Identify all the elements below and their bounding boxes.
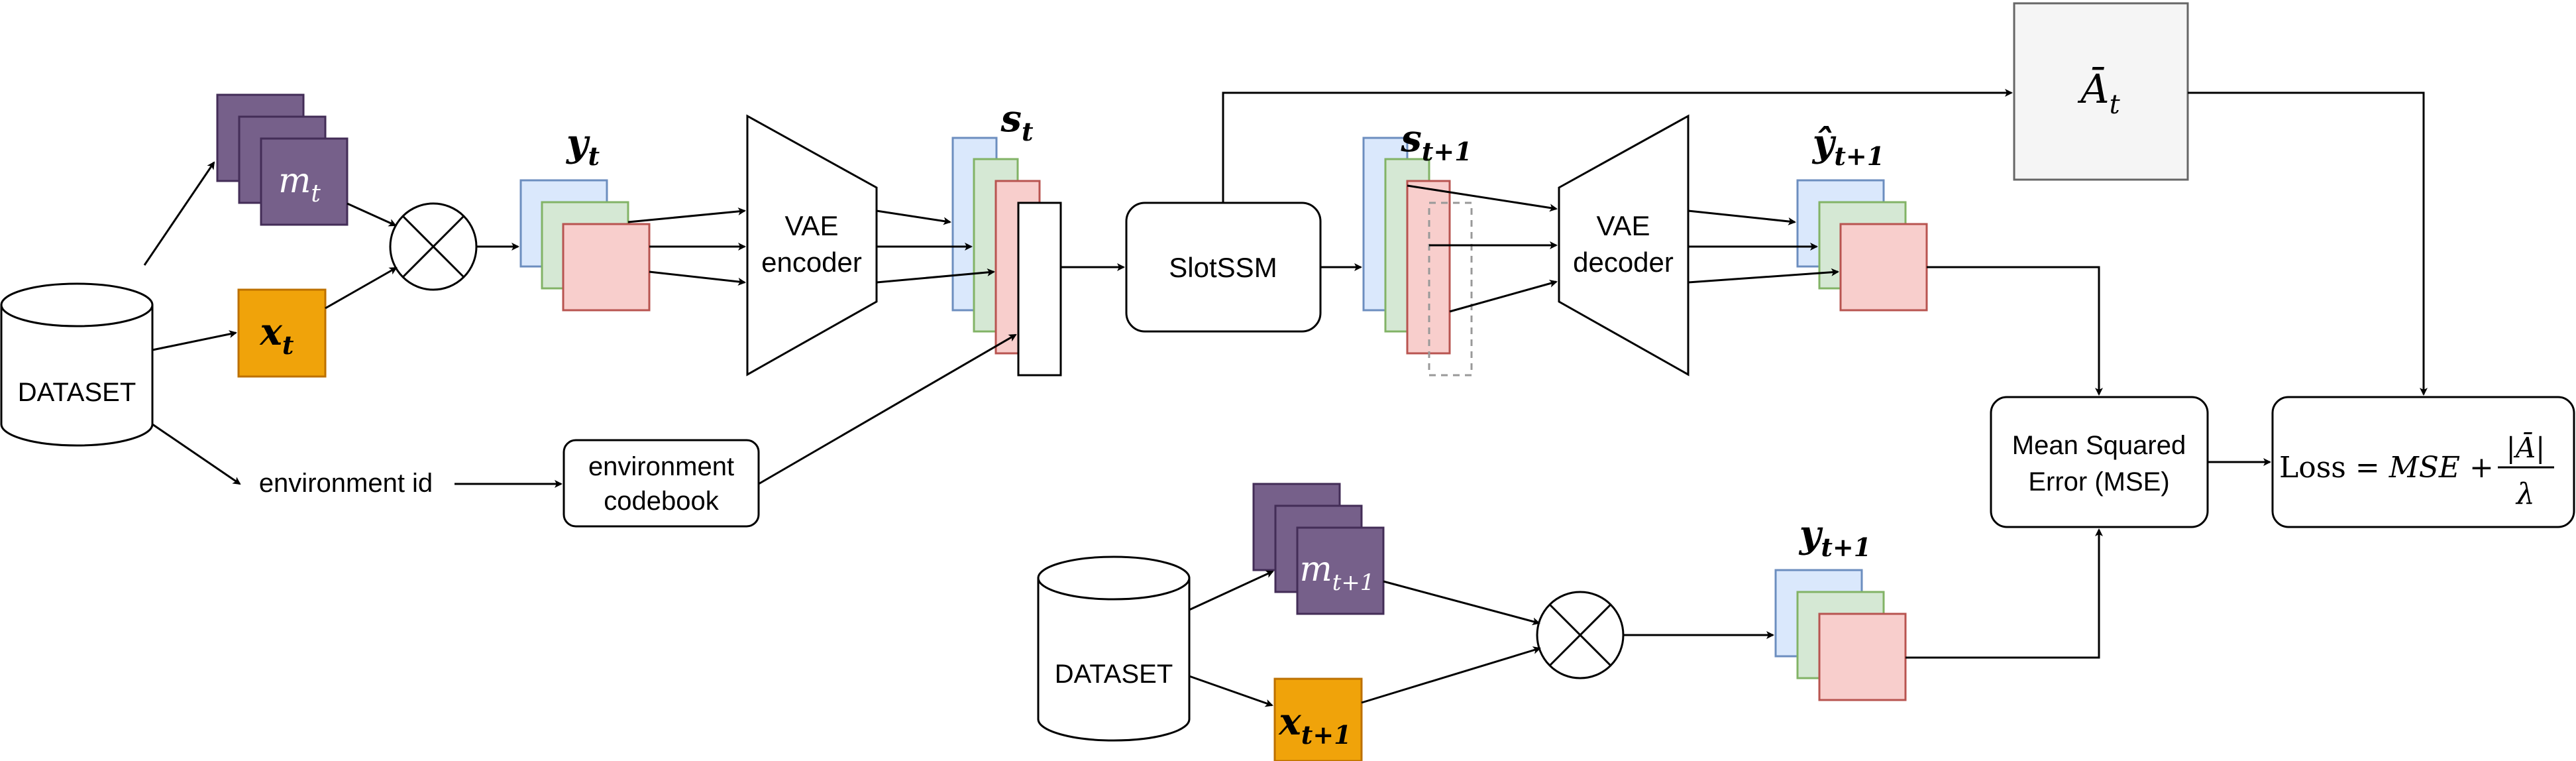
env-codebook-line1: environment (588, 452, 734, 481)
edges (143, 89, 2428, 707)
edge-mask-multiply (347, 202, 397, 227)
image-t-label: xt (260, 310, 294, 360)
edge-encoder-st-1 (876, 209, 951, 225)
edge-yt1-mse (1905, 528, 2103, 659)
dataset-bottom-cylinder: DATASET (1037, 556, 1191, 742)
edge-abar-loss (2188, 91, 2428, 396)
edge-dataset-envid (152, 423, 241, 485)
edge-yhat-mse (1927, 266, 2103, 396)
env-slot (1017, 202, 1062, 377)
mask-t1-stack: mt+1 (1252, 483, 1385, 615)
environment-id-label: environment id (259, 469, 433, 498)
edge-decoder-yhat-3 (1688, 268, 1839, 284)
y-hat-stack: ŷt+1 (1796, 121, 1928, 312)
image-t1: xt+1 (1273, 677, 1363, 761)
a-bar-label: Āt (2077, 66, 2120, 120)
dataset-top-cylinder: DATASET (0, 282, 154, 447)
edge-yt-encoder-1 (627, 207, 746, 223)
edge-dataset2-image (1189, 675, 1273, 707)
mask-t1-label: mt+1 (1299, 550, 1374, 596)
edge-slotssm-abar (1222, 89, 2013, 203)
mse-line1: Mean Squared (2012, 431, 2186, 460)
edge-dataset-mask (143, 161, 215, 266)
edge-yt-encoder-3 (649, 270, 746, 286)
s-t1-stack: st+1 (1362, 117, 1473, 377)
s-t1-label: st+1 (1400, 117, 1472, 166)
edge-image-multiply (325, 266, 398, 310)
loss-formula: Loss = MSE + (2279, 451, 2494, 485)
vae-decoder-line2: decoder (1573, 247, 1674, 278)
vae-encoder-line1: VAE (785, 210, 839, 241)
mask-t-label: mt (278, 161, 321, 207)
a-bar-box: Āt (2013, 2, 2189, 181)
edge-encoder-st-3 (876, 268, 995, 284)
y-t-stack: yt (519, 121, 651, 312)
edge-dataset2-mask (1189, 570, 1274, 611)
edge-codebook-slot (758, 333, 1017, 485)
image-t1-label: xt+1 (1278, 700, 1351, 750)
s-t-stack: st (951, 97, 1062, 377)
multiply-node-bottom (1536, 591, 1625, 679)
s-t-label: st (1000, 97, 1034, 146)
edge-dataset-image (152, 330, 237, 351)
mask-t-stack: mt (216, 93, 349, 226)
slotssm-box: SlotSSM (1125, 202, 1322, 333)
edge-st1-decoder-1 (1407, 184, 1558, 212)
edge-decoder-yhat-1 (1688, 209, 1796, 225)
edge-st1-decoder-3 (1449, 279, 1558, 313)
edge-mask1-multiply (1383, 580, 1540, 626)
loss-box: Loss = MSE + |Ā| λ (2271, 396, 2575, 528)
vae-decoder-line1: VAE (1597, 210, 1650, 241)
y-t1-label: yt+1 (1798, 512, 1871, 562)
mse-line2: Error (MSE) (2028, 467, 2169, 497)
dataset-bottom-label: DATASET (1055, 660, 1173, 689)
slotssm-label: SlotSSM (1169, 252, 1277, 283)
loss-denominator: λ (2515, 477, 2535, 511)
y-hat-label: ŷt+1 (1811, 121, 1884, 171)
env-codebook-line2: codebook (604, 487, 719, 516)
y-t1-stack: yt+1 (1774, 512, 1907, 701)
image-t: xt (237, 288, 327, 378)
loss-numerator: |Ā| (2506, 432, 2546, 464)
environment-codebook-box: environment codebook (563, 439, 760, 528)
vae-encoder-line2: encoder (761, 247, 862, 278)
vae-decoder: VAE decoder (1558, 114, 1690, 377)
edge-image1-multiply (1361, 646, 1541, 704)
dataset-top-label: DATASET (18, 378, 136, 407)
multiply-node-top (389, 202, 478, 291)
mse-box: Mean Squared Error (MSE) (1990, 396, 2209, 528)
vae-encoder: VAE encoder (746, 114, 878, 377)
y-t-label: yt (565, 121, 600, 171)
